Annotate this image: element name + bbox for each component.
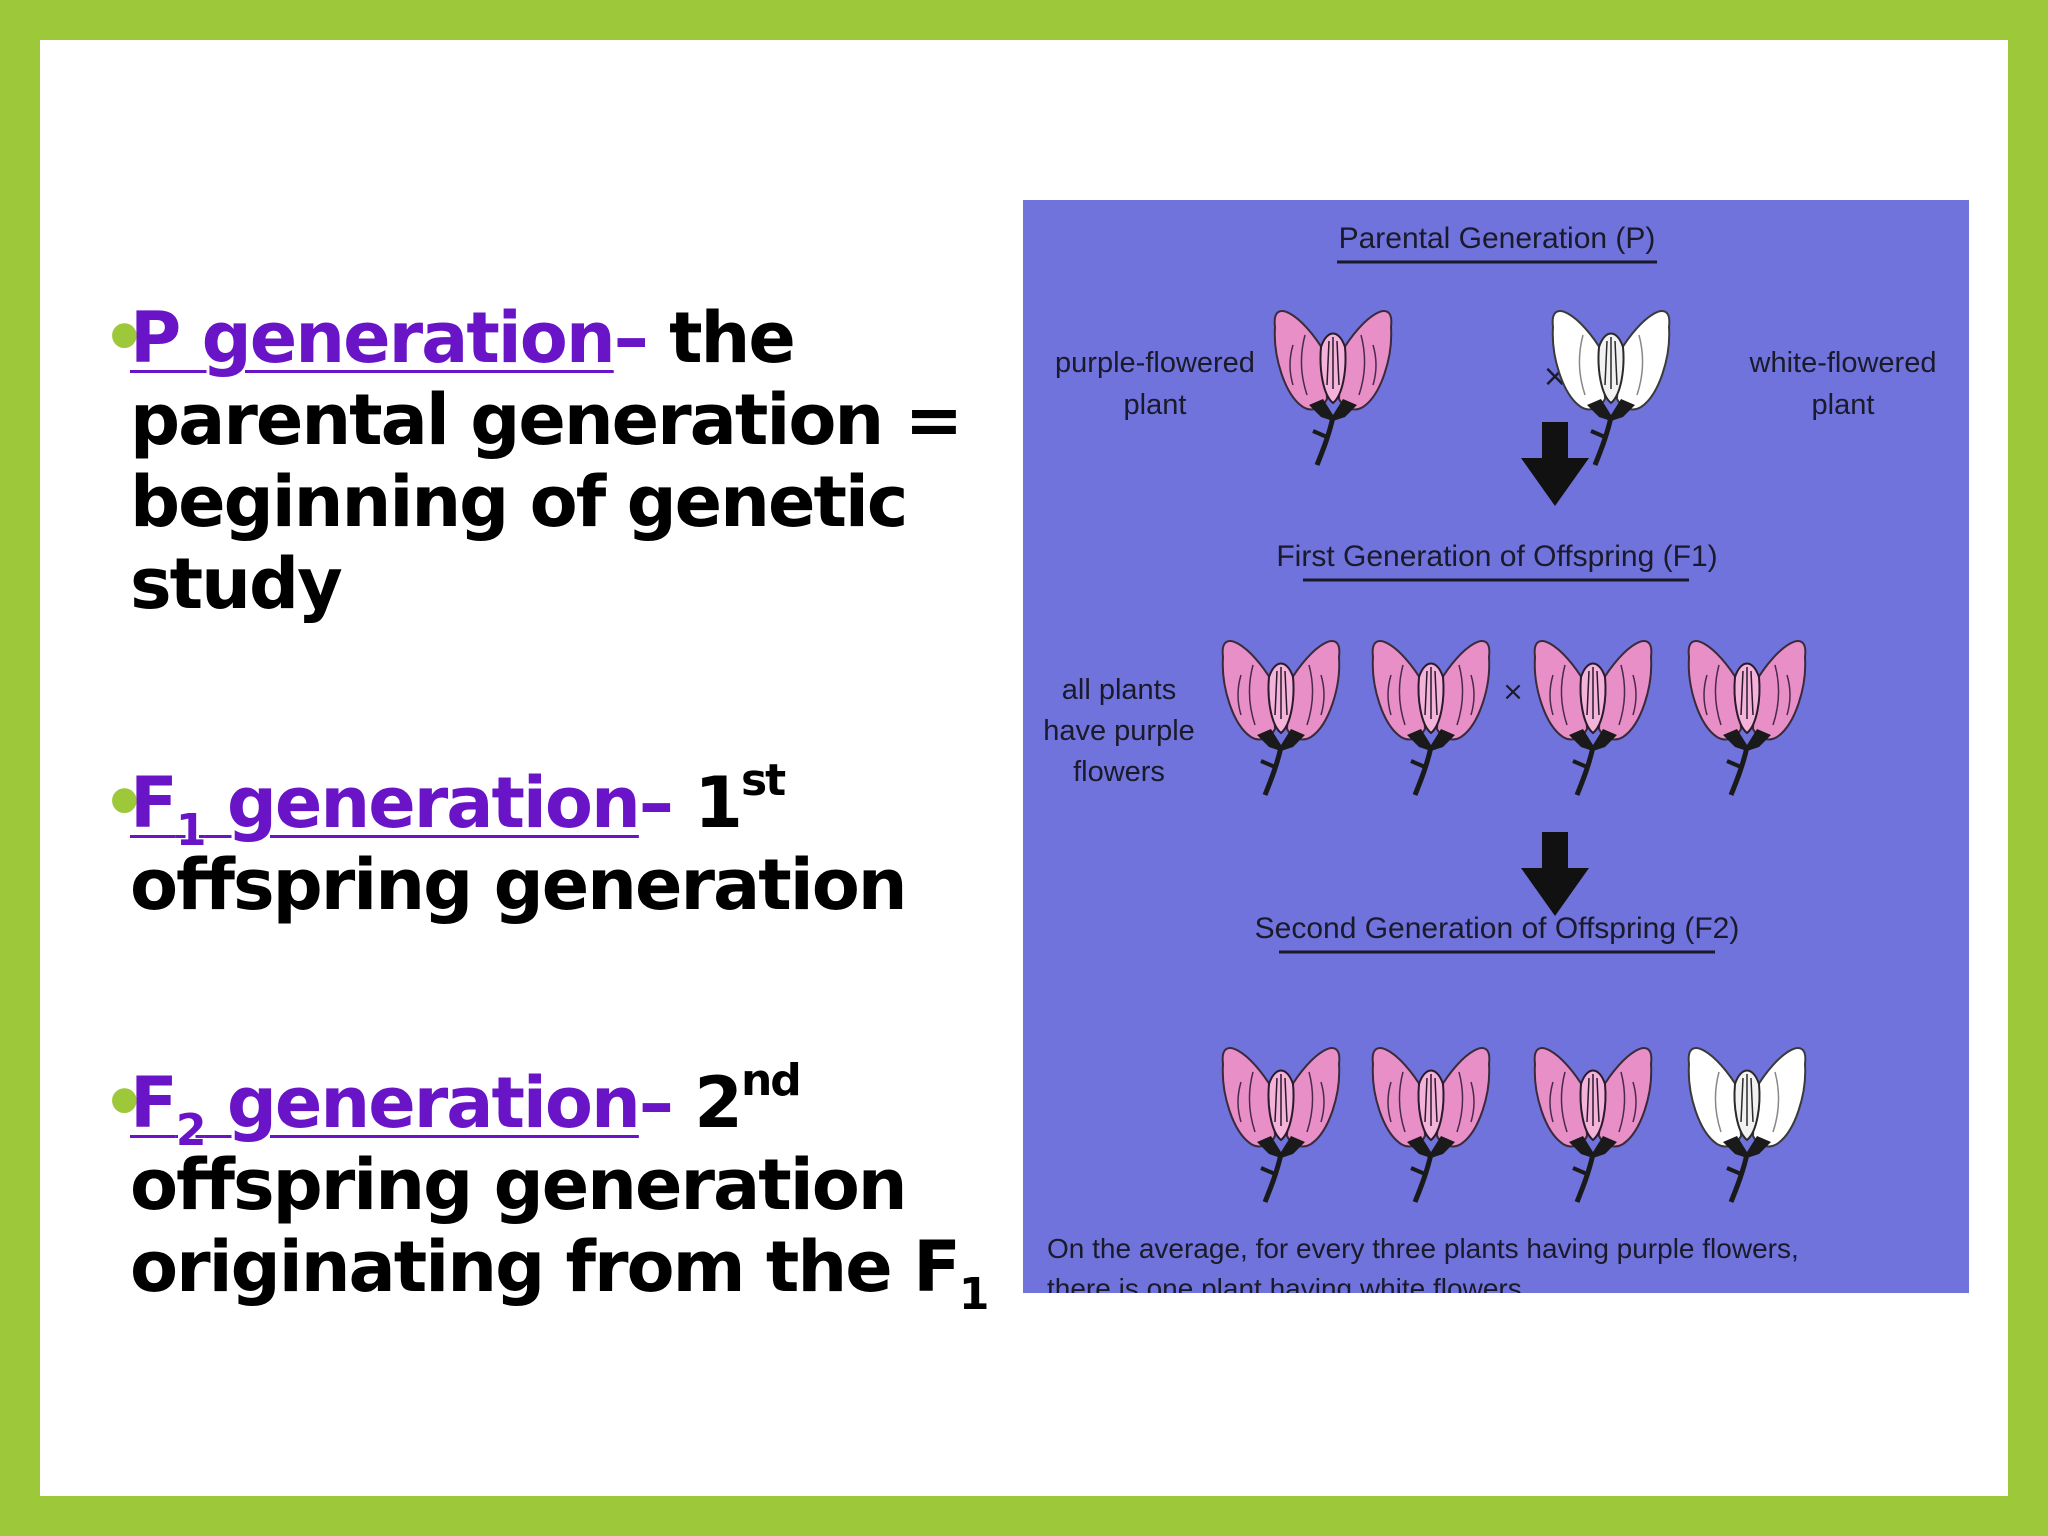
caption-line-2: there is one plant having white flowers. <box>1047 1273 1530 1293</box>
term-p-generation: P generation <box>130 297 616 379</box>
term-dash: – <box>638 762 674 844</box>
down-arrow-icon <box>1521 832 1589 916</box>
f1-heading: First Generation of Offspring (F1) <box>1276 540 1717 573</box>
f2-purple-flower-icon <box>1535 1048 1652 1202</box>
bullet-p-generation: • P generation– the parental generation … <box>102 297 1050 625</box>
term-dash: – <box>638 1062 674 1144</box>
bullet-f2-generation: • F2 generation– 2nd offspring generatio… <box>102 1059 1050 1320</box>
f1-label-line-1: all plants <box>1062 674 1176 706</box>
definition-line: study <box>130 543 343 625</box>
term-f1-generation: F1 generation <box>130 762 641 856</box>
definition-line: offspring generation <box>130 844 908 926</box>
slide: • P generation– the parental generation … <box>40 40 2008 1496</box>
definition-line: offspring generation <box>130 1144 908 1226</box>
bullet-dot: • <box>102 762 147 844</box>
purple-flowered-label-2: plant <box>1124 389 1187 421</box>
bullet-f1-generation: • F1 generation– 1st offspring generatio… <box>102 759 1050 927</box>
f1-purple-flower-icon <box>1373 641 1490 795</box>
f1-purple-flower-icon <box>1689 641 1806 795</box>
ordinal-suffix: st <box>740 755 786 806</box>
f2-heading: Second Generation of Offspring (F2) <box>1255 912 1740 945</box>
f1-label-line-3: flowers <box>1073 756 1165 788</box>
bullet-line: P generation– the <box>130 297 1050 379</box>
ordinal: 2 <box>671 1062 743 1144</box>
term-f2-generation: F2 generation <box>130 1062 641 1156</box>
white-flowered-label: white-flowered <box>1749 347 1937 379</box>
purple-flowered-label: purple-flowered <box>1055 347 1255 379</box>
f2-white-flower-icon <box>1689 1048 1806 1202</box>
f1-label-line-2: have purple <box>1043 715 1195 747</box>
ordinal: 1 <box>671 762 743 844</box>
parental-heading: Parental Generation (P) <box>1339 222 1656 255</box>
definition-start: the <box>646 297 796 379</box>
definition-line: beginning of genetic <box>130 461 908 543</box>
term-dash: – <box>613 297 649 379</box>
f2-purple-flower-icon <box>1223 1048 1340 1202</box>
ordinal-suffix: nd <box>740 1055 802 1106</box>
bullet-dot: • <box>102 1062 147 1144</box>
f1-cross-symbol: × <box>1502 677 1524 707</box>
caption-line-1: On the average, for every three plants h… <box>1047 1233 1799 1264</box>
purple-flower-icon <box>1275 311 1392 465</box>
diagram-svg: Parental Generation (P) purple-flowered … <box>1043 222 1937 1293</box>
definition-line: originating from the F1 <box>130 1226 989 1320</box>
f1-purple-flower-icon <box>1223 641 1340 795</box>
down-arrow-icon <box>1521 422 1589 506</box>
f2-purple-flower-icon <box>1373 1048 1490 1202</box>
definition-line: parental generation = <box>130 379 963 461</box>
white-flowered-label-2: plant <box>1812 389 1875 421</box>
bullet-line: F1 generation– 1st <box>130 759 1050 856</box>
f1-purple-flower-icon <box>1535 641 1652 795</box>
white-flower-icon <box>1553 311 1670 465</box>
bullet-dot: • <box>102 297 147 379</box>
bullet-line: F2 generation– 2nd <box>130 1059 1050 1156</box>
mendel-cross-diagram: Parental Generation (P) purple-flowered … <box>1023 200 1969 1293</box>
